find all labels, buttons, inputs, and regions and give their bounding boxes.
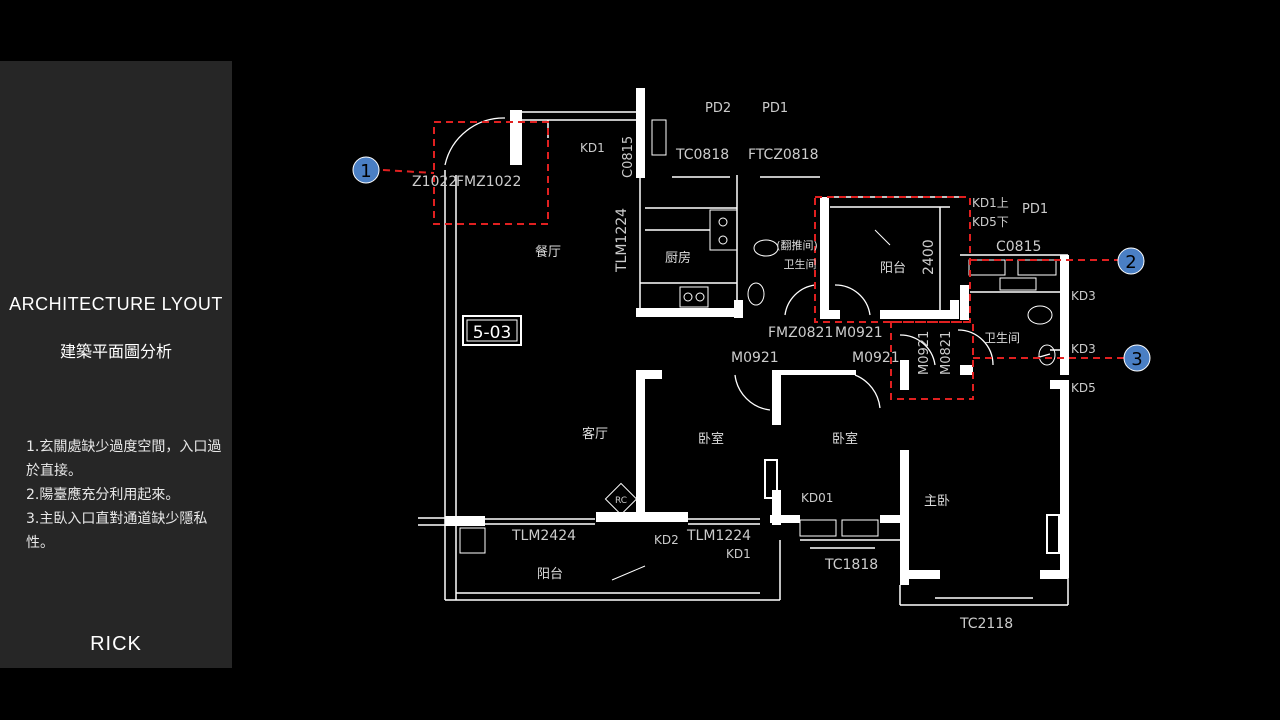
code-pd2: PD2 — [705, 101, 731, 116]
code-tlm2424: TLM2424 — [511, 528, 576, 544]
code-pd1-a: PD1 — [762, 101, 788, 116]
code-c0815-horizontal: C0815 — [996, 239, 1041, 255]
code-z1022: Z1022 — [412, 174, 457, 190]
room-balcony-top: 阳台 — [880, 261, 906, 276]
code-m0921-b: M0921 — [731, 350, 779, 366]
code-kd1-b: KD1 — [726, 547, 751, 561]
code-m0921-a: M0921 — [835, 325, 883, 341]
room-living: 客厅 — [582, 426, 608, 442]
code-kd01: KD01 — [801, 491, 833, 505]
code-fmz1022: FMZ1022 — [456, 174, 521, 190]
code-kd2: KD2 — [654, 533, 679, 547]
issue-marker-3 — [1123, 344, 1151, 372]
code-ftcz0818: FTCZ0818 — [748, 147, 819, 163]
unit-tag: 5-03 — [473, 323, 512, 343]
code-kd5-down: KD5下 — [972, 215, 1009, 229]
marker-label: 2 — [1125, 252, 1136, 273]
room-master-bedroom: 主卧 — [924, 494, 950, 509]
plan-walls — [445, 88, 1069, 585]
code-m0921-c: M0921 — [852, 350, 900, 366]
code-kd3-b: KD3 — [1071, 342, 1096, 356]
room-bedroom-1: 卧室 — [698, 431, 724, 447]
code-kd5: KD5 — [1071, 381, 1096, 395]
code-dim-2400: 2400 — [921, 239, 937, 275]
code-tlm1224-horizontal: TLM1224 — [686, 528, 751, 544]
brand-logo: RICK — [90, 633, 142, 655]
code-tc0818: TC0818 — [675, 147, 729, 163]
issue-marker-2 — [1117, 247, 1145, 275]
code-tc1818: TC1818 — [824, 557, 878, 573]
code-tlm1224-vertical: TLM1224 — [614, 208, 630, 273]
room-bedroom-2: 卧室 — [832, 431, 858, 447]
code-fmz0821: FMZ0821 — [768, 325, 833, 341]
sidebar-subtitle: 建築平面圖分析 — [59, 342, 172, 361]
door-swings — [444, 117, 1051, 411]
issue-highlights — [382, 121, 1124, 400]
code-tc2118: TC2118 — [959, 616, 1013, 632]
sidebar-title: ARCHITECTURE LYOUT — [9, 294, 223, 314]
code-rc: RC — [615, 496, 627, 506]
room-dining: 餐厅 — [535, 244, 561, 260]
room-bath-1b: 卫生间 — [784, 257, 817, 271]
note-item: 1.玄關處缺少過度空間，入口過於直接。 — [26, 439, 222, 479]
room-bath-1: (翻推间) — [776, 238, 818, 252]
sidebar: ARCHITECTURE LYOUT 建築平面圖分析 1.玄關處缺少過度空間，入… — [0, 61, 232, 668]
unit-tag-box — [462, 315, 522, 346]
room-balcony-bottom: 阳台 — [537, 567, 563, 582]
code-pd1-b: PD1 — [1022, 202, 1048, 217]
plan-thin-lines — [418, 111, 1069, 606]
note-item: 2.陽臺應充分利用起來。 — [26, 487, 180, 503]
code-kd1-up: KD1上 — [972, 196, 1009, 210]
marker-label: 3 — [1131, 349, 1142, 370]
note-item: 3.主臥入口直對通道缺少隱私性。 — [26, 511, 208, 551]
analysis-notes: 1.玄關處缺少過度空間，入口過於直接。 2.陽臺應充分利用起來。 3.主臥入口直… — [26, 435, 222, 555]
room-bath-2: 卫生间 — [984, 331, 1020, 345]
code-kd1-top: KD1 — [580, 141, 605, 155]
marker-label: 1 — [360, 161, 371, 182]
room-kitchen: 厨房 — [665, 250, 691, 266]
plan-fixtures — [459, 119, 1057, 581]
code-m0921-vertical: M0921 — [917, 331, 932, 375]
code-kd3-a: KD3 — [1071, 289, 1096, 303]
code-c0815-vertical: C0815 — [621, 136, 636, 178]
code-m0821-vertical: M0821 — [939, 331, 954, 375]
issue-markers: 1 2 3 — [352, 156, 1151, 372]
issue-marker-1 — [352, 156, 380, 184]
